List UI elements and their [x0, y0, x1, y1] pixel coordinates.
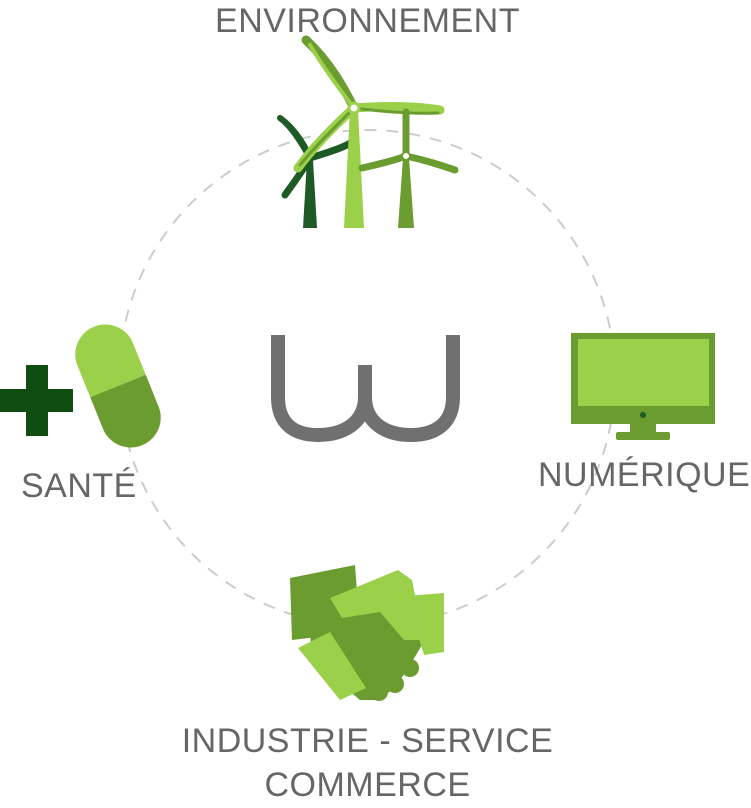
digital-label: NUMÉRIQUE: [538, 456, 751, 494]
health-label: SANTÉ: [21, 467, 137, 505]
environment-label: ENVIRONNEMENT: [215, 2, 520, 40]
industry-label: INDUSTRIE - SERVICE COMMERCE: [0, 719, 743, 807]
industry-label-line1: INDUSTRIE - SERVICE: [181, 722, 554, 760]
industry-label-line2: COMMERCE: [264, 766, 471, 804]
w-logo-icon: [271, 335, 460, 442]
